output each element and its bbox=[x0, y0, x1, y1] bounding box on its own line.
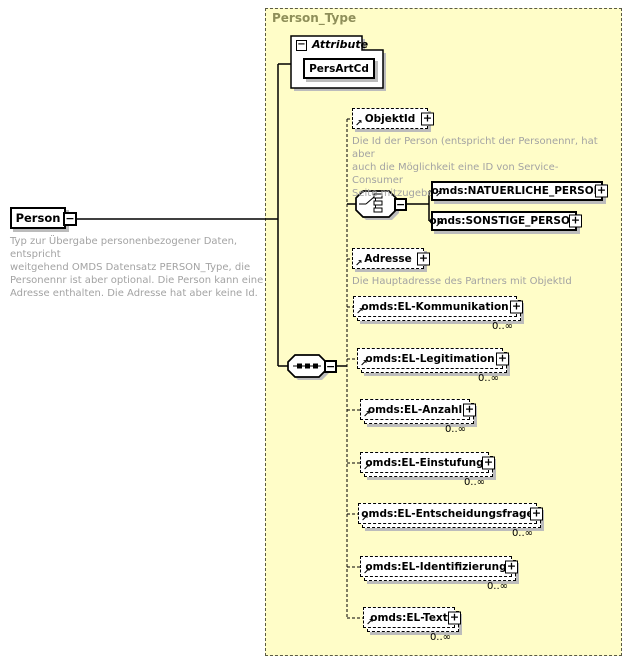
reference-arrow-icon: ↗ bbox=[355, 259, 363, 269]
element-el-identifizierung[interactable]: ↗ omds:EL-Identifizierung + 0..∞ bbox=[360, 556, 518, 592]
annotation-person: Typ zur Übergabe personenbezogener Daten… bbox=[10, 236, 264, 299]
expand-icon-adresse[interactable]: + bbox=[417, 251, 430, 265]
element-el-kommunikation[interactable]: ↗ omds:EL-Kommunikation + 0..∞ bbox=[353, 296, 523, 332]
reference-arrow-icon: ↗ bbox=[356, 307, 364, 317]
element-objektid[interactable]: ↗ ObjektId + bbox=[352, 108, 434, 129]
occurrence-label: 0..∞ bbox=[444, 424, 466, 435]
element-el-entscheidungsfrage[interactable]: ↗ omds:EL-Entscheidungsfrage + 0..∞ bbox=[358, 503, 543, 539]
element-el-anzahl-label: omds:EL-Anzahl bbox=[367, 403, 463, 416]
element-person-label: Person bbox=[15, 211, 61, 225]
collapse-icon-sequence[interactable]: − bbox=[324, 360, 337, 373]
complex-type-label: Person_Type bbox=[272, 11, 357, 25]
element-el-text-label: omds:EL-Text bbox=[370, 611, 448, 624]
element-adresse-label: Adresse bbox=[364, 252, 412, 265]
expand-icon-el-einstufung[interactable]: + bbox=[482, 455, 495, 469]
element-el-anzahl[interactable]: ↗ omds:EL-Anzahl + 0..∞ bbox=[360, 399, 476, 435]
expand-icon-el-anzahl[interactable]: + bbox=[463, 402, 476, 416]
element-natuerliche-person-label: omds:NATUERLICHE_PERSON bbox=[431, 185, 603, 197]
element-natuerliche-person[interactable]: ↗ omds:NATUERLICHE_PERSON + bbox=[431, 181, 608, 201]
element-el-legitimation-label: omds:EL-Legitimation bbox=[365, 352, 495, 365]
element-el-text[interactable]: ↗ omds:EL-Text + 0..∞ bbox=[363, 607, 461, 643]
element-el-einstufung-label: omds:EL-Einstufung bbox=[365, 456, 484, 469]
element-objektid-label: ObjektId bbox=[364, 112, 416, 125]
reference-arrow-icon: ↗ bbox=[355, 119, 363, 129]
element-person[interactable]: Person bbox=[10, 207, 66, 229]
attribute-persartcd[interactable]: PersArtCd bbox=[303, 58, 375, 79]
annotation-objektid: Die Id der Person (entspricht der Person… bbox=[352, 136, 598, 199]
occurrence-label: 0..∞ bbox=[511, 528, 533, 539]
element-el-identifizierung-label: omds:EL-Identifizierung bbox=[365, 560, 507, 573]
occurrence-label: 0..∞ bbox=[486, 581, 508, 592]
occurrence-label: 0..∞ bbox=[463, 477, 485, 488]
expand-icon-el-legitimation[interactable]: + bbox=[496, 351, 509, 365]
element-el-einstufung[interactable]: ↗ omds:EL-Einstufung + 0..∞ bbox=[360, 452, 495, 488]
expand-icon-el-kommunikation[interactable]: + bbox=[510, 299, 523, 313]
annotation-adresse: Die Hauptadresse des Partners mit Objekt… bbox=[352, 276, 572, 287]
expand-icon-el-text[interactable]: + bbox=[448, 610, 461, 624]
element-el-entscheidungsfrage-label: omds:EL-Entscheidungsfrage bbox=[361, 507, 534, 520]
element-sonstige-person[interactable]: ↗ omds:SONSTIGE_PERSON + bbox=[429, 211, 582, 231]
reference-arrow-icon: ↗ bbox=[361, 514, 369, 524]
reference-arrow-icon: ↗ bbox=[435, 190, 443, 200]
reference-arrow-icon: ↗ bbox=[435, 220, 443, 230]
collapse-icon-attributes[interactable]: − bbox=[296, 39, 307, 51]
element-el-legitimation[interactable]: ↗ omds:EL-Legitimation + 0..∞ bbox=[357, 348, 509, 384]
expand-icon-el-entscheidungsfrage[interactable]: + bbox=[530, 506, 543, 520]
expand-icon-objektid[interactable]: + bbox=[421, 111, 434, 125]
occurrence-label: 0..∞ bbox=[477, 373, 499, 384]
attributes-section-label: Attribute bbox=[312, 38, 369, 51]
reference-arrow-icon: ↗ bbox=[363, 410, 371, 420]
collapse-icon-person[interactable]: − bbox=[63, 212, 77, 226]
expand-icon-natuerliche-person[interactable]: + bbox=[595, 183, 608, 198]
expand-icon-sonstige-person[interactable]: + bbox=[569, 213, 582, 228]
element-adresse[interactable]: ↗ Adresse + bbox=[352, 248, 430, 269]
occurrence-label: 0..∞ bbox=[491, 321, 513, 332]
reference-arrow-icon: ↗ bbox=[363, 463, 371, 473]
reference-arrow-icon: ↗ bbox=[363, 567, 371, 577]
expand-icon-el-identifizierung[interactable]: + bbox=[505, 559, 518, 573]
element-el-kommunikation-label: omds:EL-Kommunikation bbox=[361, 300, 509, 313]
attribute-persartcd-label: PersArtCd bbox=[309, 62, 369, 75]
reference-arrow-icon: ↗ bbox=[366, 618, 374, 628]
reference-arrow-icon: ↗ bbox=[360, 359, 368, 369]
element-sonstige-person-label: omds:SONSTIGE_PERSON bbox=[429, 215, 579, 227]
occurrence-label: 0..∞ bbox=[429, 632, 451, 643]
collapse-icon-choice[interactable]: − bbox=[394, 198, 407, 211]
